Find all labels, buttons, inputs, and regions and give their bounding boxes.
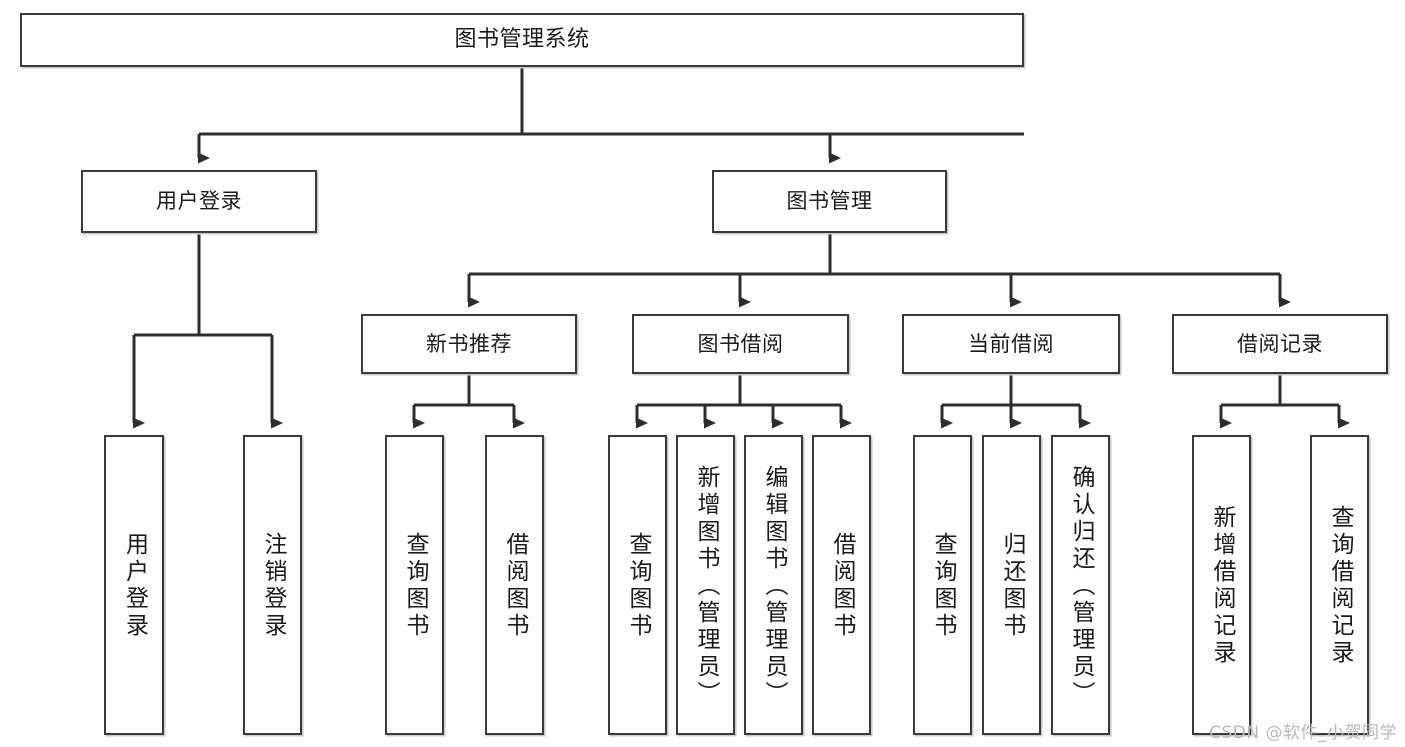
node-user-login[interactable]: 用户登录: [81, 170, 317, 233]
node-label: 借阅图书: [829, 532, 855, 640]
node-leaf-user-login[interactable]: 用户登录: [104, 435, 164, 735]
node-label: 查询图书: [930, 532, 956, 640]
node-leaf-add-borrow-record[interactable]: 新增借阅记录: [1192, 435, 1251, 735]
node-leaf-query-book-recommend[interactable]: 查询图书: [385, 435, 444, 735]
node-root-book-management-system[interactable]: 图书管理系统: [20, 13, 1024, 67]
node-leaf-add-book-admin[interactable]: 新增图书（管理员）: [676, 435, 735, 735]
node-leaf-confirm-return-admin[interactable]: 确认归还（管理员）: [1051, 435, 1110, 735]
node-label: 用户登录: [156, 189, 242, 214]
node-label: 新增图书（管理员）: [693, 464, 719, 708]
node-label: 图书管理系统: [454, 27, 590, 53]
node-label: 新增借阅记录: [1209, 505, 1235, 667]
node-book-borrow[interactable]: 图书借阅: [632, 314, 849, 374]
node-leaf-edit-book-admin[interactable]: 编辑图书（管理员）: [744, 435, 803, 735]
node-current-borrow[interactable]: 当前借阅: [902, 314, 1120, 374]
node-leaf-logout[interactable]: 注销登录: [243, 435, 302, 735]
node-label: 查询图书: [625, 532, 651, 640]
node-leaf-return-book[interactable]: 归还图书: [982, 435, 1041, 735]
node-leaf-borrow-book[interactable]: 借阅图书: [812, 435, 871, 735]
node-book-management[interactable]: 图书管理: [712, 170, 947, 233]
node-label: 编辑图书（管理员）: [761, 464, 787, 708]
node-label: 当前借阅: [968, 331, 1054, 356]
node-label: 图书管理: [786, 189, 873, 214]
node-leaf-query-borrow-record[interactable]: 查询借阅记录: [1310, 435, 1369, 735]
node-leaf-query-book-current[interactable]: 查询图书: [913, 435, 972, 735]
node-label: 借阅图书: [502, 532, 528, 640]
node-leaf-borrow-book-recommend[interactable]: 借阅图书: [485, 435, 544, 735]
node-label: 归还图书: [999, 532, 1025, 640]
node-label: 查询借阅记录: [1327, 505, 1353, 667]
node-label: 图书借阅: [697, 331, 784, 356]
node-label: 确认归还（管理员）: [1068, 464, 1094, 708]
node-label: 注销登录: [260, 532, 286, 640]
node-label: 新书推荐: [426, 331, 512, 356]
node-borrow-record[interactable]: 借阅记录: [1172, 314, 1388, 374]
node-label: 查询图书: [402, 532, 428, 640]
node-label: 用户登录: [121, 532, 148, 640]
node-new-book-recommend[interactable]: 新书推荐: [361, 314, 577, 374]
node-label: 借阅记录: [1237, 331, 1323, 356]
node-leaf-query-book-borrow[interactable]: 查询图书: [608, 435, 667, 735]
